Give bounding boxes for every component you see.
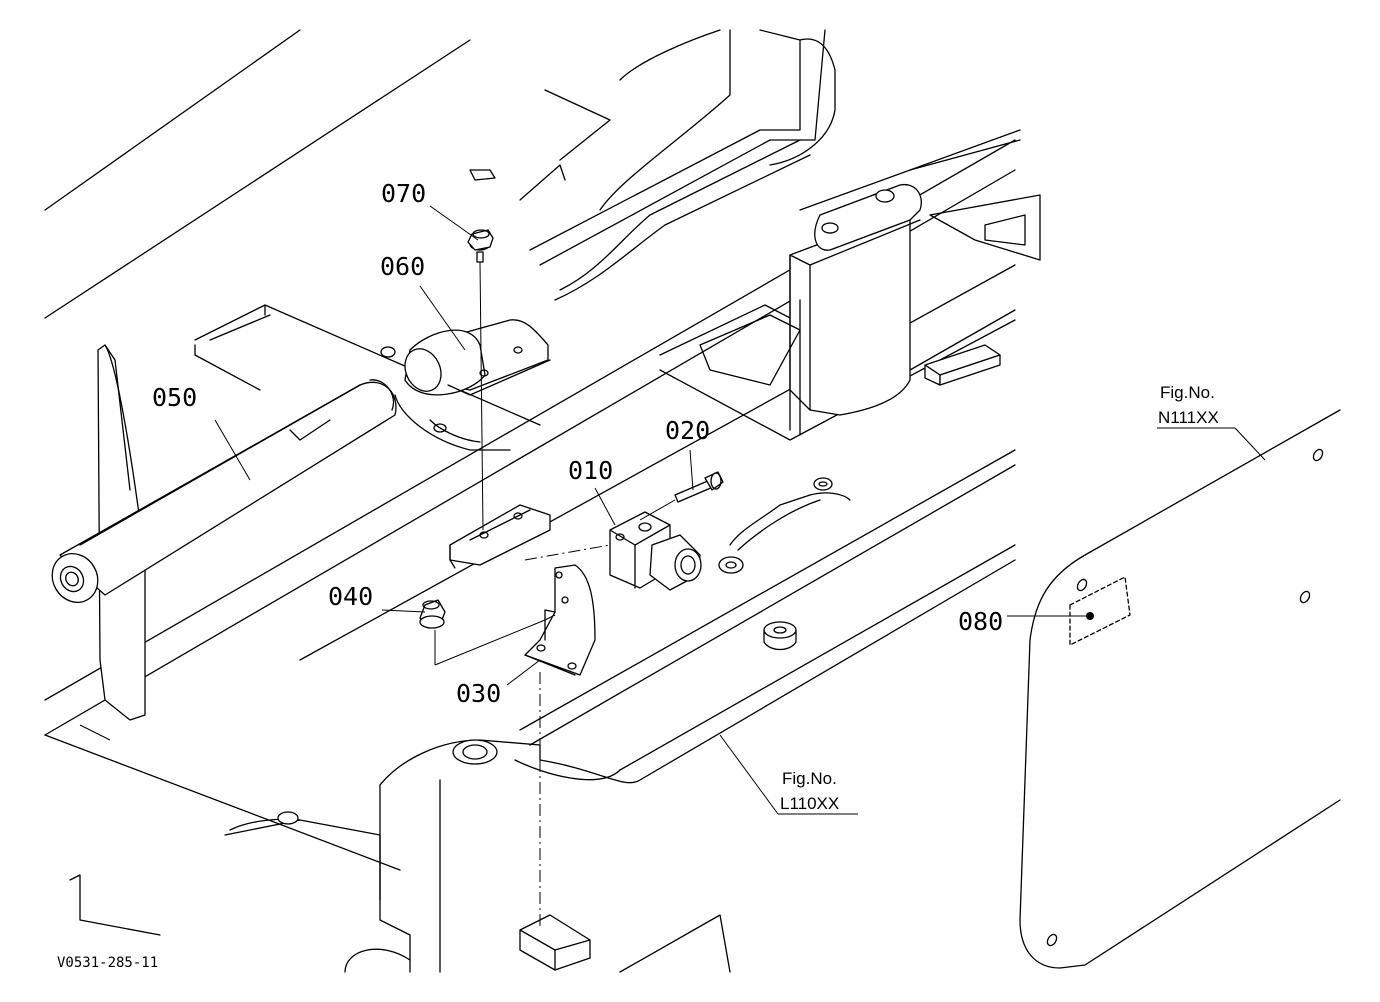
- callout-070: 070: [381, 179, 426, 208]
- drawing-code: V0531-285-11: [57, 955, 158, 971]
- callout-010: 010: [568, 456, 613, 485]
- callout-020: 020: [665, 416, 710, 445]
- callout-040: 040: [328, 582, 373, 611]
- callout-080: 080: [958, 607, 1003, 636]
- small-hardware: [519, 477, 851, 971]
- figure-references: Fig.No. N111XX Fig.No. L110XX: [780, 383, 1219, 813]
- part-010-valve: [609, 511, 702, 591]
- fig-ref-l110-label: Fig.No.: [782, 769, 837, 788]
- part-020-bolt: [674, 471, 724, 503]
- part-050-tube: [51, 379, 397, 603]
- fig-ref-n111-label: Fig.No.: [1160, 383, 1215, 402]
- fig-ref-l110-code: L110XX: [780, 794, 839, 813]
- leader-lines: [214, 205, 1266, 930]
- callout-050: 050: [152, 383, 197, 412]
- bracket-lower: [449, 504, 551, 569]
- callout-030: 030: [456, 679, 501, 708]
- part-060-clamp: [404, 319, 551, 396]
- callout-060: 060: [380, 252, 425, 281]
- fig-ref-n111-code: N111XX: [1158, 408, 1219, 427]
- part-040-bolt: [419, 599, 446, 629]
- part-070-bolt: [467, 229, 494, 263]
- side-panel: [1019, 409, 1341, 969]
- part-030-bracket: [524, 564, 596, 676]
- callout-labels: 010 020 030 040 050 060 070 080: [152, 179, 1003, 708]
